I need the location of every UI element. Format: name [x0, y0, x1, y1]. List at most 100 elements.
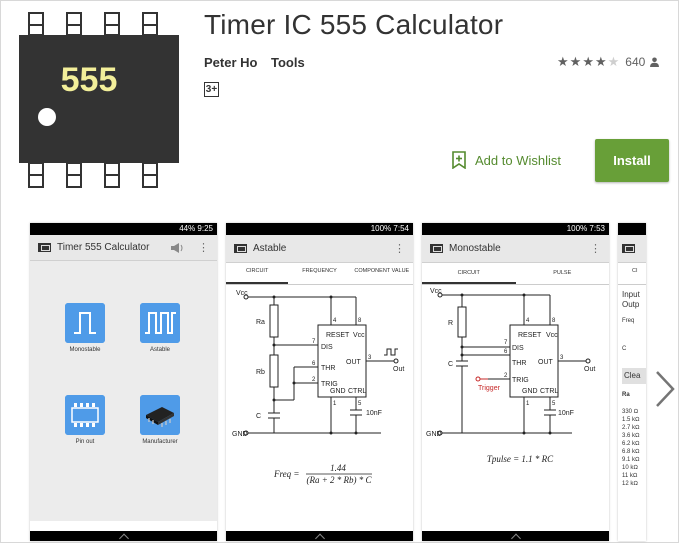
tab-bar: CIRCUIT FREQUENCY COMPONENT VALUE [226, 263, 413, 285]
tab-circuit[interactable]: CIRCUIT [422, 263, 516, 284]
list-item[interactable]: 330 Ω [622, 409, 639, 415]
list-item[interactable]: 6.8 kΩ [622, 449, 640, 455]
tab-circuit[interactable]: CIRCUIT [226, 263, 289, 284]
pin-ctrl: CTRL [540, 388, 558, 395]
app-logo-icon [38, 243, 51, 252]
svg-text:Freq =: Freq = [273, 469, 299, 479]
label-vcc: Vcc [430, 288, 442, 295]
pin-thr: THR [321, 365, 335, 372]
app-logo-icon [622, 244, 635, 253]
bookmark-add-icon [452, 151, 466, 169]
tab-bar: CI [618, 263, 646, 285]
wishlist-label: Add to Wishlist [475, 152, 561, 168]
pin-gnd: GND [330, 388, 346, 395]
pin-vcc: Vcc [546, 332, 558, 339]
monostable-pulse-icon [65, 303, 105, 343]
list-item[interactable]: 10 kΩ [622, 465, 638, 471]
tab-component-value[interactable]: COMPONENT VALUE [354, 268, 410, 274]
tab-frequency[interactable]: FREQUENCY [302, 268, 337, 274]
tile-label: Astable [149, 347, 170, 353]
overflow-menu-icon[interactable]: ⋮ [394, 243, 405, 255]
install-button[interactable]: Install [595, 139, 669, 182]
screenshot-monostable[interactable]: 100% 7:53 Monostable ⋮ CIRCUIT PULSE [422, 223, 609, 541]
pin-thr: THR [512, 360, 526, 367]
tile-label: Monostable [69, 347, 101, 353]
tile-astable[interactable]: Astable [130, 303, 190, 353]
label-c: C [448, 361, 453, 368]
star-icon: ★ [582, 54, 594, 69]
astable-circuit-diagram: Vcc Ra Rb C GND RESET Vcc DIS THR TRIG O… [232, 290, 404, 485]
app-title: Timer IC 555 Calculator [204, 9, 504, 40]
pin-number: 4 [333, 318, 337, 324]
pin-dis: DIS [321, 344, 333, 351]
content-rating-badge: 3+ [204, 82, 219, 97]
chevron-right-icon[interactable] [652, 369, 678, 409]
rating-summary: ★ ★ ★ ★ ★ 640 [557, 54, 660, 70]
pin-gnd: GND [522, 388, 538, 395]
label-out: Out [584, 366, 595, 373]
label-ra: Ra [256, 319, 265, 326]
pin-number: 6 [312, 361, 316, 367]
icon-label: 555 [61, 61, 118, 99]
output-label: Outp [622, 300, 640, 309]
pin-reset: RESET [326, 332, 350, 339]
value-list: 330 Ω 1.5 kΩ 2.7 kΩ 3.6 kΩ 6.2 kΩ 6.8 kΩ… [622, 408, 646, 488]
screenshot-home[interactable]: 44% 9:25 Timer 555 Calculator ⋮ Monostab… [30, 223, 217, 541]
pin-number: 2 [312, 377, 316, 383]
star-empty-icon: ★ [607, 54, 620, 69]
nav-bar [422, 531, 609, 541]
pin-number: 1 [526, 401, 530, 407]
overflow-menu-icon[interactable]: ⋮ [198, 242, 209, 254]
pin-number: 4 [526, 318, 530, 324]
list-item[interactable]: 9.1 kΩ [622, 457, 640, 463]
list-item[interactable]: 6.2 kΩ [622, 441, 640, 447]
category-link[interactable]: Tools [271, 55, 305, 70]
pin-trig: TRIG [512, 377, 529, 384]
tile-monostable[interactable]: Monostable [55, 303, 115, 353]
tile-manufacturer[interactable]: Manufacturer [130, 395, 190, 445]
toolbar-title: Monostable [449, 243, 501, 254]
pin-out: OUT [538, 359, 554, 366]
list-item[interactable]: 12 kΩ [622, 481, 638, 487]
pin-reset: RESET [518, 332, 542, 339]
developer-link[interactable]: Peter Ho [204, 55, 258, 70]
astable-pulse-icon [140, 303, 180, 343]
pin-number: 2 [504, 373, 508, 379]
label-c: C [256, 413, 261, 420]
speaker-icon [171, 242, 183, 253]
list-item[interactable]: 2.7 kΩ [622, 425, 640, 431]
add-to-wishlist-button[interactable]: Add to Wishlist [451, 151, 561, 169]
app-toolbar: Astable ⋮ [226, 235, 413, 263]
pin-number: 6 [504, 349, 508, 355]
tab-pulse[interactable]: PULSE [553, 270, 572, 276]
clear-button[interactable]: Clea [622, 368, 646, 384]
pinout-chip-icon [65, 395, 105, 435]
star-icon: ★ [594, 54, 607, 69]
ra-header: Ra [622, 392, 630, 398]
status-bar [618, 223, 646, 235]
list-item[interactable]: 11 kΩ [622, 473, 638, 479]
ic-chip-icon: 555 [19, 12, 179, 188]
list-item[interactable]: 3.6 kΩ [622, 433, 640, 439]
tile-pinout[interactable]: Pin out [55, 395, 115, 445]
component-list: Input Outp Freq C Clea Ra 330 Ω 1.5 kΩ 2… [618, 285, 646, 488]
app-logo-icon [234, 244, 247, 253]
nav-bar [30, 531, 217, 541]
app-toolbar: Monostable ⋮ [422, 235, 609, 263]
monostable-circuit-diagram: Vcc R C GND Trigger RESET Vcc DIS THR TR… [426, 288, 595, 464]
pin-number: 5 [358, 401, 362, 407]
pin-ctrl: CTRL [348, 388, 366, 395]
overflow-menu-icon[interactable]: ⋮ [590, 243, 601, 255]
label-gnd: GND [232, 431, 248, 438]
pin-trig: TRIG [321, 381, 338, 388]
tab-circuit[interactable]: CI [632, 268, 638, 274]
toolbar-title: Timer 555 Calculator [57, 242, 150, 253]
star-icon: ★ [557, 54, 569, 69]
screenshot-component-value[interactable]: CI Input Outp Freq C Clea Ra 330 Ω 1.5 k… [618, 223, 646, 541]
tile-label: Pin out [75, 439, 95, 445]
freq-label: Freq [622, 318, 635, 324]
label-vcc: Vcc [236, 290, 248, 297]
screenshot-astable[interactable]: 100% 7:54 Astable ⋮ CIRCUIT FREQUENCY CO… [226, 223, 413, 541]
list-item[interactable]: 1.5 kΩ [622, 417, 640, 423]
